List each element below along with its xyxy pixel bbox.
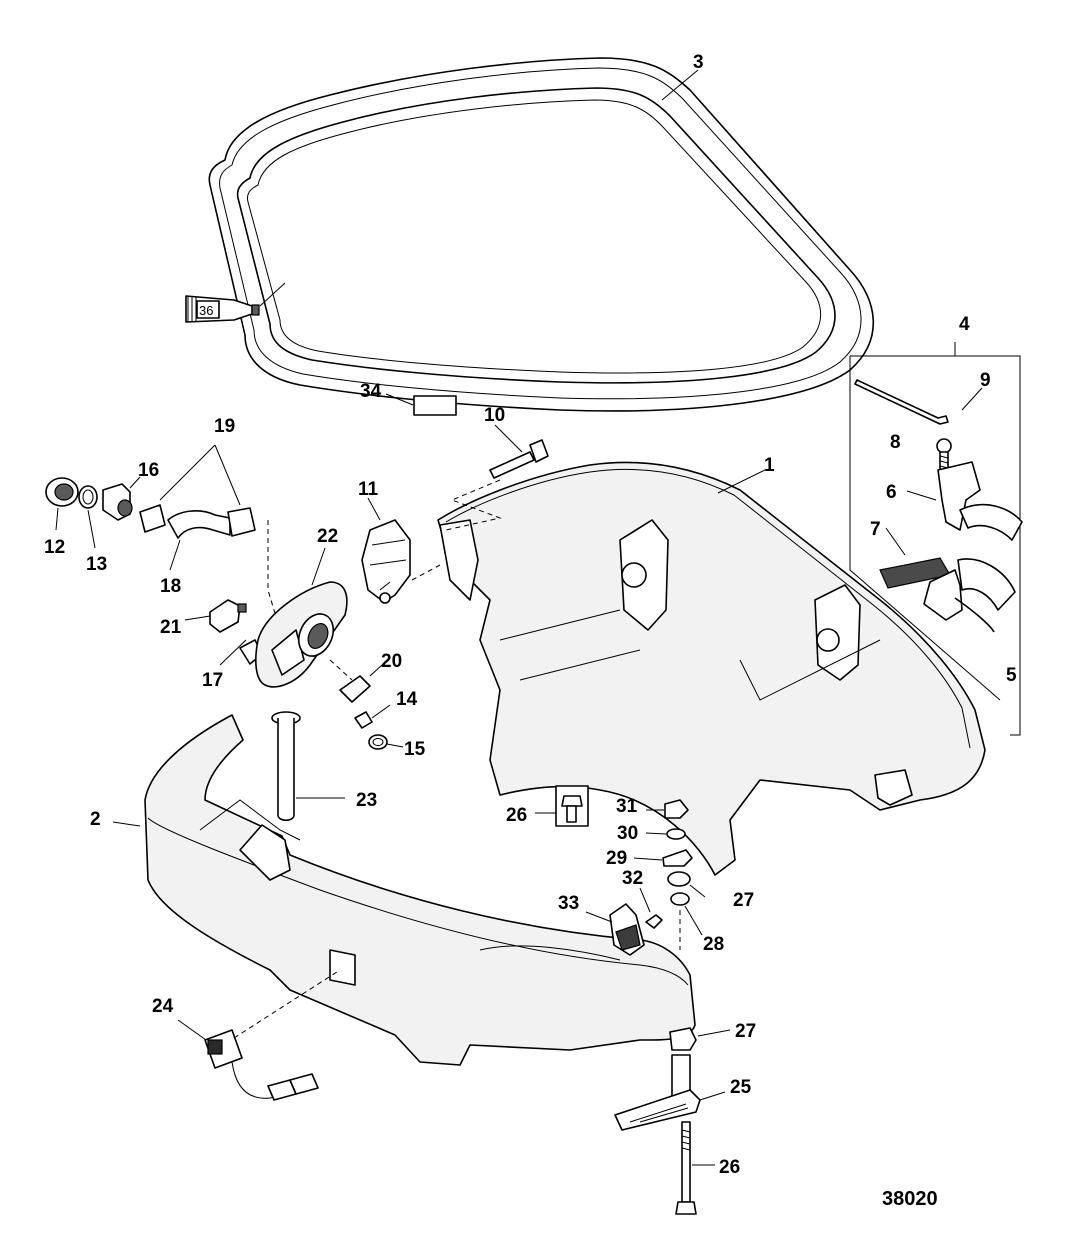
callout-32: 32 [622,868,643,889]
fitting-cluster [45,444,281,631]
callout-6: 6 [886,482,897,503]
callout-12: 12 [44,537,65,558]
callout-18: 18 [160,576,181,597]
sealant-tube-label: 36 [199,303,213,318]
bracket-kit-box [849,342,1023,736]
callout-14: 14 [396,689,418,710]
callout-13: 13 [86,554,107,575]
callout-30: 30 [617,823,638,844]
callout-17: 17 [202,670,223,691]
callout-10: 10 [484,405,505,426]
callout-34: 34 [360,381,382,402]
bolt-long [445,424,549,531]
callout-labels: 1 2 3 4 5 6 7 8 9 10 11 12 13 14 15 16 1… [44,52,1017,1178]
sealant-tube: 36 [185,282,286,323]
callout-11: 11 [358,479,379,500]
callout-31: 31 [616,796,638,817]
lower-hardware [614,1027,731,1215]
bottom-cowl [437,461,986,876]
cable-clip [585,903,645,956]
callout-23: 23 [356,790,377,811]
callout-29: 29 [606,848,627,869]
switch-harness [177,969,341,1101]
callout-21: 21 [160,617,182,638]
callout-7: 7 [870,519,881,540]
callout-26-lower: 26 [719,1157,740,1178]
screw [936,438,952,471]
latch [361,497,441,604]
callout-9: 9 [980,370,991,391]
callout-26-upper: 26 [506,805,527,826]
callout-19: 19 [214,416,235,437]
callout-25: 25 [730,1077,752,1098]
callout-2: 2 [90,809,101,830]
drain-tube [271,711,345,822]
callout-8: 8 [890,432,901,453]
callout-22: 22 [317,526,338,547]
decal [385,393,457,416]
callout-20: 20 [381,651,402,672]
hardware-stack [535,785,706,950]
callout-27-lower: 27 [735,1021,756,1042]
callout-15: 15 [404,739,426,760]
callout-3: 3 [693,52,704,73]
seal-ring [208,57,875,412]
callout-24: 24 [152,996,174,1017]
small-fittings [329,659,404,750]
bezel-assembly [184,547,348,688]
callout-27-upper: 27 [733,890,754,911]
callout-5: 5 [1006,665,1017,686]
callout-16: 16 [138,460,159,481]
callout-4: 4 [959,314,970,335]
callout-28: 28 [703,934,724,955]
figure-number: 38020 [882,1188,938,1210]
callout-33: 33 [558,893,579,914]
callout-1: 1 [764,455,775,476]
